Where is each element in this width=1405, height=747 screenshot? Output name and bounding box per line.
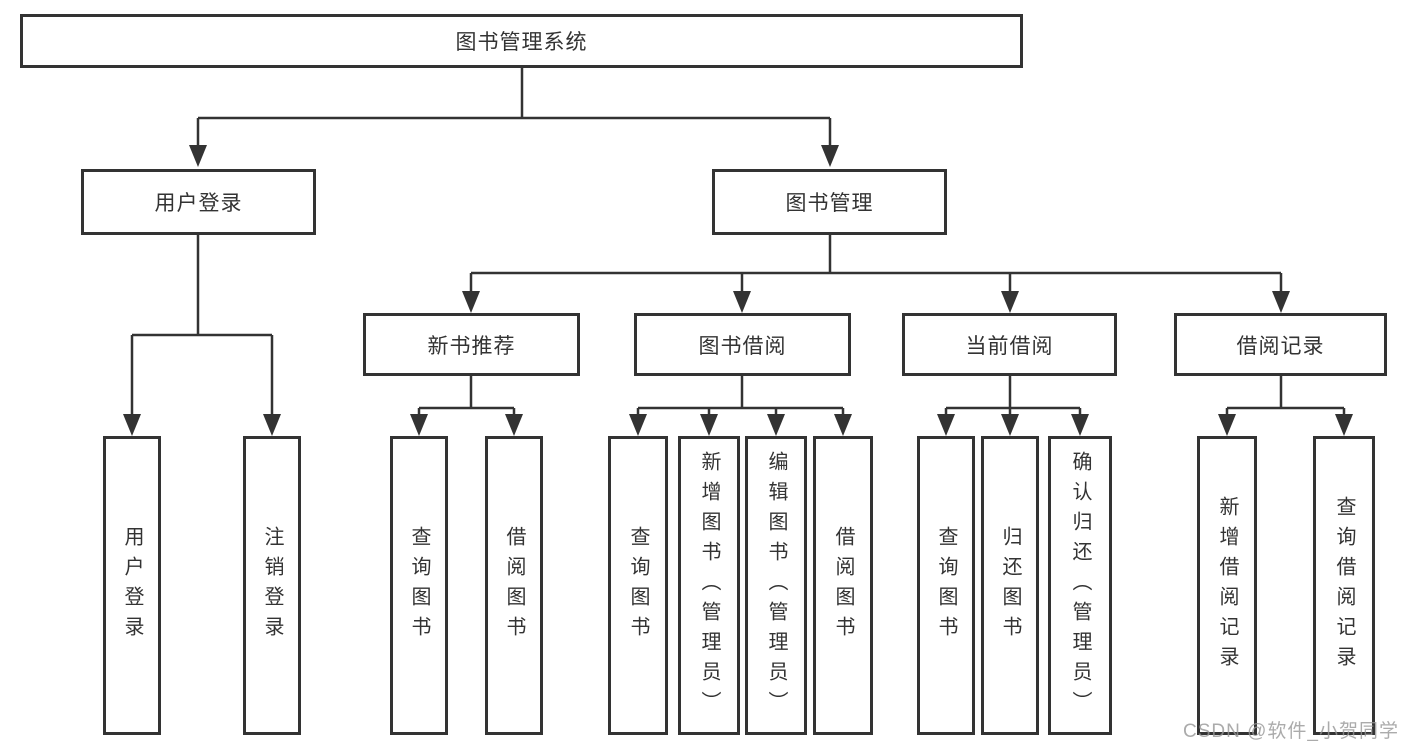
node-leaf-return-book-label: 归还图书 [999,525,1021,646]
node-user-login-label: 用户登录 [154,192,243,215]
arrowhead-icon [821,145,839,167]
node-leaf-add-borrow-record: 新增借阅记录 [1197,436,1257,735]
arrowhead-icon [629,414,647,436]
node-leaf-add-book-admin-label: 新增图书（管理员） [698,450,720,721]
arrowhead-icon [1218,414,1236,436]
node-leaf-query-books-recommend-label: 查询图书 [408,525,430,646]
node-book-management: 图书管理 [712,169,947,235]
connector-new-book-branch [417,376,516,418]
node-book-borrow: 图书借阅 [634,313,851,376]
node-leaf-borrow-books-borrow-label: 借阅图书 [832,525,854,646]
arrowhead-icon [700,414,718,436]
node-leaf-query-books-current: 查询图书 [917,436,975,735]
node-borrow-record: 借阅记录 [1174,313,1387,376]
node-leaf-user-login: 用户登录 [103,436,161,735]
node-leaf-query-books-borrow: 查询图书 [608,436,668,735]
arrowhead-icon [410,414,428,436]
arrowhead-icon [505,414,523,436]
node-leaf-add-book-admin: 新增图书（管理员） [678,436,740,735]
node-new-book-recommend: 新书推荐 [363,313,580,376]
arrowhead-icon [1335,414,1353,436]
arrowhead-icon [1272,291,1290,313]
arrowheads [123,145,1353,436]
node-leaf-query-borrow-record: 查询借阅记录 [1313,436,1375,735]
node-leaf-query-books-recommend: 查询图书 [390,436,448,735]
node-current-borrow: 当前借阅 [902,313,1117,376]
arrowhead-icon [1071,414,1089,436]
node-leaf-user-login-label: 用户登录 [121,525,143,646]
arrowhead-icon [733,291,751,313]
arrowhead-icon [937,414,955,436]
node-leaf-query-borrow-record-label: 查询借阅记录 [1333,495,1355,676]
arrowhead-icon [462,291,480,313]
node-leaf-borrow-books-borrow: 借阅图书 [813,436,873,735]
arrowhead-icon [834,414,852,436]
arrowhead-icon [263,414,281,436]
arrowhead-icon [123,414,141,436]
connector-current-borrow-branch [944,376,1082,418]
node-leaf-add-borrow-record-label: 新增借阅记录 [1216,495,1238,676]
csdn-watermark: CSDN @软件_小贺同学 [1183,721,1399,742]
node-new-book-recommend-label: 新书推荐 [427,334,516,358]
node-leaf-query-books-current-label: 查询图书 [935,525,957,646]
node-leaf-logout-label: 注销登录 [261,525,283,646]
arrowhead-icon [189,145,207,167]
connector-borrow-record-branch [1225,376,1346,418]
node-book-management-label: 图书管理 [785,192,874,215]
node-current-borrow-label: 当前借阅 [965,334,1054,358]
arrowhead-icon [767,414,785,436]
node-leaf-return-book: 归还图书 [981,436,1039,735]
node-leaf-edit-book-admin: 编辑图书（管理员） [745,436,807,735]
node-root-label: 图书管理系统 [455,31,588,54]
node-leaf-query-books-borrow-label: 查询图书 [627,525,649,646]
node-book-borrow-label: 图书借阅 [698,334,787,358]
node-leaf-edit-book-admin-label: 编辑图书（管理员） [765,450,787,721]
node-leaf-logout: 注销登录 [243,436,301,735]
connector-root-to-level2 [196,68,832,150]
connector-book-management-branch [469,235,1283,295]
node-leaf-borrow-books-recommend: 借阅图书 [485,436,543,735]
arrowhead-icon [1001,414,1019,436]
node-leaf-confirm-return-admin-label: 确认归还（管理员） [1069,450,1091,721]
connector-book-borrow-branch [636,376,845,418]
node-user-login: 用户登录 [81,169,316,235]
node-leaf-borrow-books-recommend-label: 借阅图书 [503,525,525,646]
connector-user-login-branch [130,235,274,418]
node-leaf-confirm-return-admin: 确认归还（管理员） [1048,436,1112,735]
node-borrow-record-label: 借阅记录 [1236,334,1325,358]
arrowhead-icon [1001,291,1019,313]
node-root: 图书管理系统 [20,14,1023,68]
